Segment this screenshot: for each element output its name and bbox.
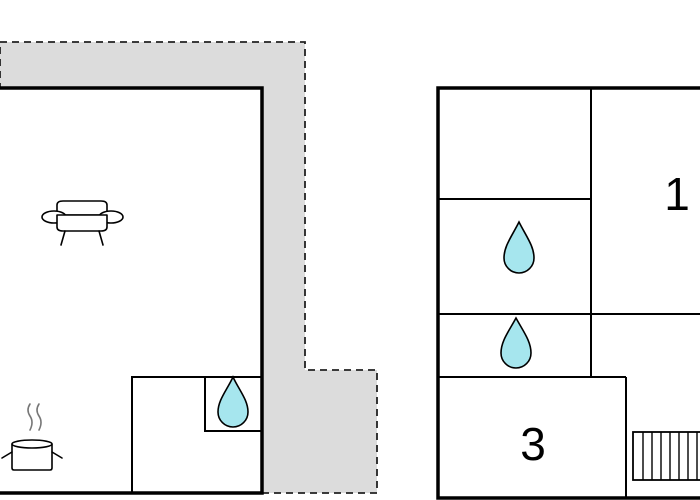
terrace — [0, 41, 378, 494]
room-number-3: 3 — [520, 418, 546, 470]
right-unit — [436, 86, 700, 500]
room-number-1: 1 — [664, 168, 690, 220]
water-drop-icon — [217, 375, 249, 428]
water-drop-icon — [500, 316, 532, 369]
water-drop-icon — [503, 220, 535, 274]
cooking-pot-icon — [1, 403, 63, 471]
sofa-icon — [41, 200, 124, 246]
stairs-icon — [632, 431, 700, 481]
left-unit — [0, 86, 264, 495]
bathroom-left — [131, 376, 263, 494]
